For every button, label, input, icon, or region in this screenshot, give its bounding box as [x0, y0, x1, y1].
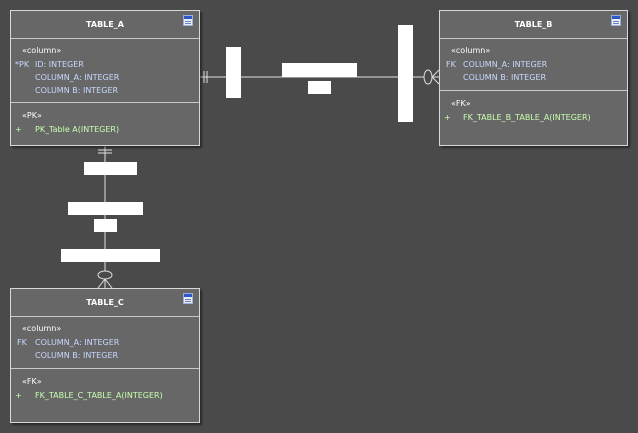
- crow-foot-a-c-right: [104, 278, 113, 289]
- key-prefix: +: [15, 391, 22, 400]
- column-item[interactable]: COLUMN B: INTEGER: [35, 86, 119, 95]
- keys-stereotype: «FK»: [22, 377, 42, 386]
- columns-stereotype: «column»: [22, 46, 62, 55]
- table-icon: [611, 15, 621, 26]
- column-item[interactable]: COLUMN B: INTEGER: [463, 73, 547, 82]
- label-box-a-c-name: [68, 202, 143, 215]
- key-item[interactable]: FK_TABLE_B_TABLE_A(INTEGER): [463, 113, 591, 122]
- label-box-a-b-multiplicity: [308, 81, 331, 94]
- label-box-a-c-source: [84, 162, 137, 175]
- columns-section: «column» *PK ID: INTEGER COLUMN_A: INTEG…: [11, 39, 199, 103]
- entity-table-b[interactable]: TABLE_B «column» FK COLUMN_A: INTEGER CO…: [439, 10, 628, 146]
- label-box-a-b-target: [398, 25, 413, 122]
- column-item[interactable]: COLUMN B: INTEGER: [35, 351, 119, 360]
- column-prefix: FK: [446, 60, 456, 69]
- label-box-a-b-name: [282, 63, 357, 77]
- crow-foot-a-b-top: [431, 69, 440, 78]
- column-item[interactable]: COLUMN_A: INTEGER: [35, 338, 120, 347]
- columns-stereotype: «column»: [451, 46, 491, 55]
- label-box-a-b-source: [226, 47, 241, 98]
- crow-foot-a-c-left: [97, 278, 106, 289]
- entity-title: TABLE_A: [11, 11, 199, 39]
- zero-marker-a-b: [423, 69, 433, 85]
- table-icon: [183, 15, 193, 26]
- entity-table-c[interactable]: TABLE_C «column» FK COLUMN_A: INTEGER CO…: [10, 288, 200, 423]
- key-prefix: +: [15, 125, 22, 134]
- entity-name: TABLE_B: [514, 20, 553, 29]
- column-item[interactable]: COLUMN_A: INTEGER: [463, 60, 548, 69]
- zero-marker-a-c: [97, 270, 113, 280]
- keys-stereotype: «FK»: [451, 99, 471, 108]
- columns-section: «column» FK COLUMN_A: INTEGER COLUMN B: …: [11, 317, 199, 369]
- key-item[interactable]: PK_Table A(INTEGER): [35, 125, 120, 134]
- entity-name: TABLE_A: [86, 20, 124, 29]
- label-box-a-c-multiplicity: [94, 219, 117, 232]
- keys-section: «FK» + FK_TABLE_C_TABLE_A(INTEGER): [11, 369, 199, 424]
- column-prefix: FK: [17, 338, 27, 347]
- entity-title: TABLE_B: [440, 11, 627, 39]
- column-prefix: *PK: [15, 60, 30, 69]
- keys-section: «FK» + FK_TABLE_B_TABLE_A(INTEGER): [440, 91, 627, 147]
- key-prefix: +: [444, 113, 451, 122]
- label-box-a-c-target: [61, 249, 160, 262]
- entity-table-a[interactable]: TABLE_A «column» *PK ID: INTEGER COLUMN_…: [10, 10, 200, 146]
- keys-section: «PK» + PK_Table A(INTEGER): [11, 103, 199, 147]
- columns-stereotype: «column»: [22, 324, 62, 333]
- table-icon: [183, 293, 193, 304]
- columns-section: «column» FK COLUMN_A: INTEGER COLUMN B: …: [440, 39, 627, 91]
- column-item[interactable]: COLUMN_A: INTEGER: [35, 73, 120, 82]
- entity-title: TABLE_C: [11, 289, 199, 317]
- crow-foot-a-b-bottom: [431, 76, 440, 85]
- key-item[interactable]: FK_TABLE_C_TABLE_A(INTEGER): [35, 391, 163, 400]
- keys-stereotype: «PK»: [22, 111, 42, 120]
- column-item[interactable]: ID: INTEGER: [35, 60, 84, 69]
- entity-name: TABLE_C: [86, 298, 124, 307]
